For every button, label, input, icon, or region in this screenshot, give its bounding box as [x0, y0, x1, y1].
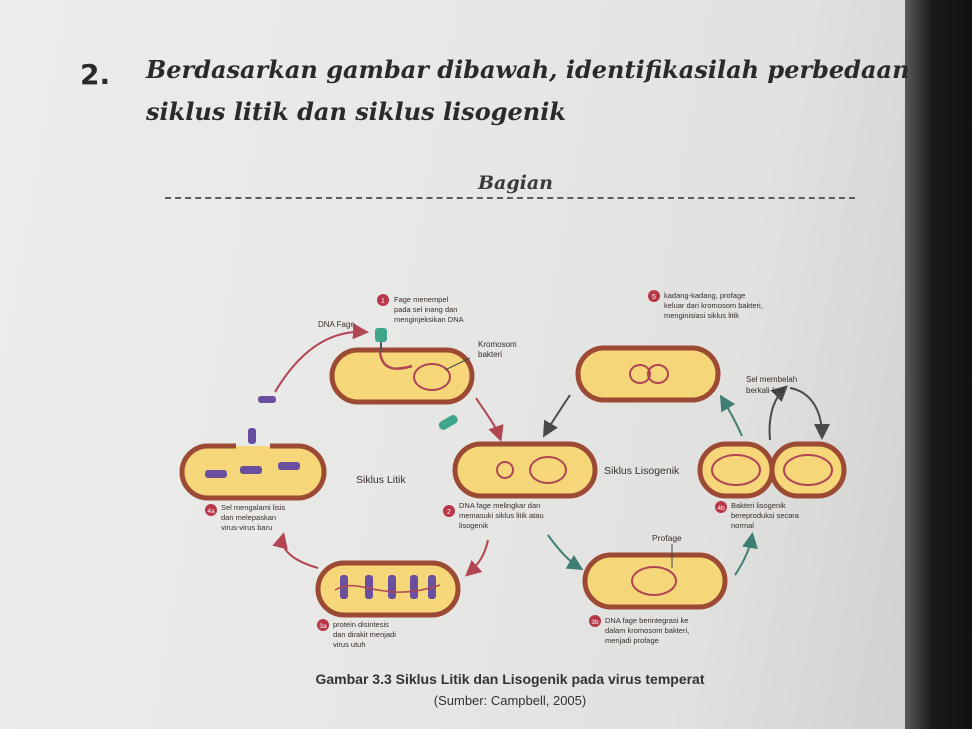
- arrow-2-to-3a: [465, 539, 489, 577]
- dashed-divider: [165, 197, 855, 199]
- step-3a-annotation: 3a protein disintesis dan dirakit menjad…: [317, 619, 396, 649]
- label-sel-membelah-2: berkali-kali: [746, 386, 784, 395]
- step-3b-annotation: 3b DNA fage berintegrasi ke dalam kromos…: [589, 615, 689, 645]
- arrow-3b-to-4b: [734, 532, 758, 576]
- label-kromosom-1: Kromosom: [478, 340, 517, 349]
- arrow-divide-right: [789, 387, 830, 440]
- step-4b-line-2: bereproduksi secara: [731, 511, 800, 520]
- arrow-5-to-2: [542, 394, 571, 438]
- step-3b-line-3: menjadi profage: [605, 636, 659, 645]
- step-5-badge: 5: [652, 294, 656, 301]
- step-1-annotation: 1 Fage menempel pada sel inang dan mengi…: [377, 294, 464, 324]
- label-dna-fage: DNA Fage: [318, 320, 355, 329]
- step-4a-line-2: dan melepaskan: [221, 513, 276, 522]
- label-sel-membelah-1: Sel membelah: [746, 375, 797, 384]
- step-3b-line-2: dalam kromosom bakteri,: [605, 626, 689, 635]
- step-2-line-3: lisogenik: [459, 521, 488, 530]
- cell-step-3a: [315, 560, 461, 618]
- cell-step-4a: [179, 396, 327, 501]
- figure-source: (Sumber: Campbell, 2005): [433, 693, 587, 708]
- arrow-4a-to-1: [274, 323, 369, 393]
- step-3b-line-1: DNA fage berintegrasi ke: [605, 616, 688, 625]
- step-4b-line-1: Bakteri lisogenik: [731, 501, 786, 510]
- step-1-line-2: pada sel inang dan: [394, 305, 457, 314]
- label-profage: Profage: [652, 533, 682, 543]
- free-phage-icon: [438, 414, 458, 430]
- page-edge-shadow: [905, 0, 972, 729]
- step-2-line-1: DNA fage melingkar dan: [459, 501, 540, 510]
- cell-step-5: [575, 345, 721, 403]
- step-2-badge: 2: [447, 509, 451, 516]
- step-3b-badge: 3b: [591, 619, 599, 626]
- arrow-1-to-2: [475, 397, 504, 442]
- step-4a-badge: 4a: [207, 508, 215, 515]
- arrow-3a-to-4a: [272, 532, 319, 569]
- step-5-line-3: menginisiasi siklus litik: [664, 311, 739, 320]
- step-4b-badge: 4b: [717, 505, 725, 512]
- step-2-line-2: memasuki siklus litik atau: [459, 511, 544, 520]
- step-4b-line-3: normal: [731, 521, 754, 530]
- step-4a-line-1: Sel mengalami lisis: [221, 503, 285, 512]
- question-text-line-2: siklus litik dan siklus lisogenik: [146, 97, 566, 126]
- arrow-2-to-3b: [547, 534, 584, 571]
- step-3a-line-3: virus utuh: [333, 640, 366, 649]
- label-siklus-litik: Siklus Litik: [356, 474, 406, 486]
- step-1-line-3: menginjeksikan DNA: [394, 315, 464, 324]
- cell-step-1: [329, 328, 475, 405]
- step-3a-badge: 3a: [319, 623, 327, 630]
- question-number: 2.: [80, 58, 111, 91]
- arrow-4b-to-5: [719, 394, 743, 437]
- figure-caption: Gambar 3.3 Siklus Litik dan Lisogenik pa…: [315, 671, 705, 687]
- phage-icon: [375, 328, 387, 352]
- arrow-divide-left: [768, 385, 788, 441]
- label-siklus-lisogenik: Siklus Lisogenik: [604, 465, 680, 477]
- kromosom-pointer: [444, 357, 471, 371]
- step-3a-line-1: protein disintesis: [333, 620, 389, 629]
- section-label: Bagian: [478, 172, 553, 194]
- step-2-annotation: 2 DNA fage melingkar dan memasuki siklus…: [443, 501, 544, 530]
- step-4b-annotation: 4b Bakteri lisogenik bereproduksi secara…: [715, 501, 800, 530]
- cell-step-4b: [697, 441, 847, 499]
- label-kromosom-2: bakteri: [478, 350, 502, 359]
- step-5-line-1: kadang-kadang, profage: [664, 291, 745, 300]
- step-1-badge: 1: [381, 298, 385, 305]
- step-4a-annotation: 4a Sel mengalami lisis dan melepaskan vi…: [205, 503, 285, 532]
- cell-step-3b: [582, 544, 728, 610]
- step-5-line-2: keluar dari kromosom bakteri,: [664, 301, 763, 310]
- step-3a-line-2: dan dirakit menjadi: [333, 630, 396, 639]
- step-1-line-1: Fage menempel: [394, 295, 449, 304]
- cell-step-2: [452, 441, 598, 499]
- step-4a-line-3: virus-virus baru: [221, 523, 272, 532]
- lytic-lysogenic-diagram: Siklus Litik Siklus Lisogenik DNA Fage K…: [179, 290, 847, 649]
- question-text-line-1: Berdasarkan gambar dibawah, identifikasi…: [146, 55, 910, 84]
- step-5-annotation: 5 kadang-kadang, profage keluar dari kro…: [648, 290, 763, 320]
